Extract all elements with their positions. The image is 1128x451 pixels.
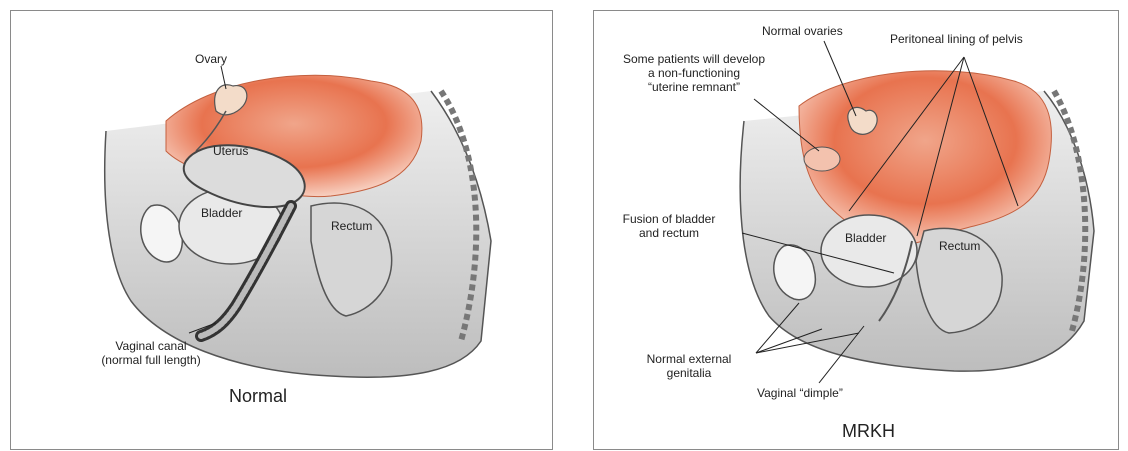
label-fusion-line1: Fusion of bladder <box>604 212 734 226</box>
label-uterus: Uterus <box>213 144 248 158</box>
normal-anatomy-panel: Ovary Uterus Bladder Rectum Vaginal cana… <box>10 10 553 450</box>
label-vaginal-canal-line1: Vaginal canal <box>81 339 221 353</box>
caption-mrkh: MRKH <box>842 421 895 442</box>
label-vaginal-canal: Vaginal canal (normal full length) <box>81 339 221 367</box>
label-fusion: Fusion of bladder and rectum <box>604 212 734 240</box>
label-external-genitalia-line2: genitalia <box>629 366 749 380</box>
label-uterine-remnant-line2: a non-functioning <box>594 66 794 80</box>
ovary <box>848 107 877 134</box>
uterine-remnant-shape <box>804 147 840 171</box>
label-external-genitalia-line1: Normal external <box>629 352 749 366</box>
label-peritoneal-lining: Peritoneal lining of pelvis <box>890 32 1023 46</box>
label-rectum: Rectum <box>939 239 980 253</box>
label-uterine-remnant: Some patients will develop a non-functio… <box>594 52 794 94</box>
label-bladder: Bladder <box>201 206 242 220</box>
normal-anatomy-illustration <box>11 11 554 451</box>
label-uterine-remnant-line1: Some patients will develop <box>594 52 794 66</box>
label-uterine-remnant-line3: “uterine remnant” <box>594 80 794 94</box>
label-external-genitalia: Normal external genitalia <box>629 352 749 380</box>
label-rectum: Rectum <box>331 219 372 233</box>
label-vaginal-dimple: Vaginal “dimple” <box>757 386 843 400</box>
label-normal-ovaries: Normal ovaries <box>762 24 843 38</box>
label-fusion-line2: and rectum <box>604 226 734 240</box>
caption-normal: Normal <box>229 386 287 407</box>
label-vaginal-canal-line2: (normal full length) <box>81 353 221 367</box>
label-bladder: Bladder <box>845 231 886 245</box>
mrkh-anatomy-panel: Normal ovaries Peritoneal lining of pelv… <box>593 10 1119 450</box>
label-ovary: Ovary <box>195 52 227 66</box>
